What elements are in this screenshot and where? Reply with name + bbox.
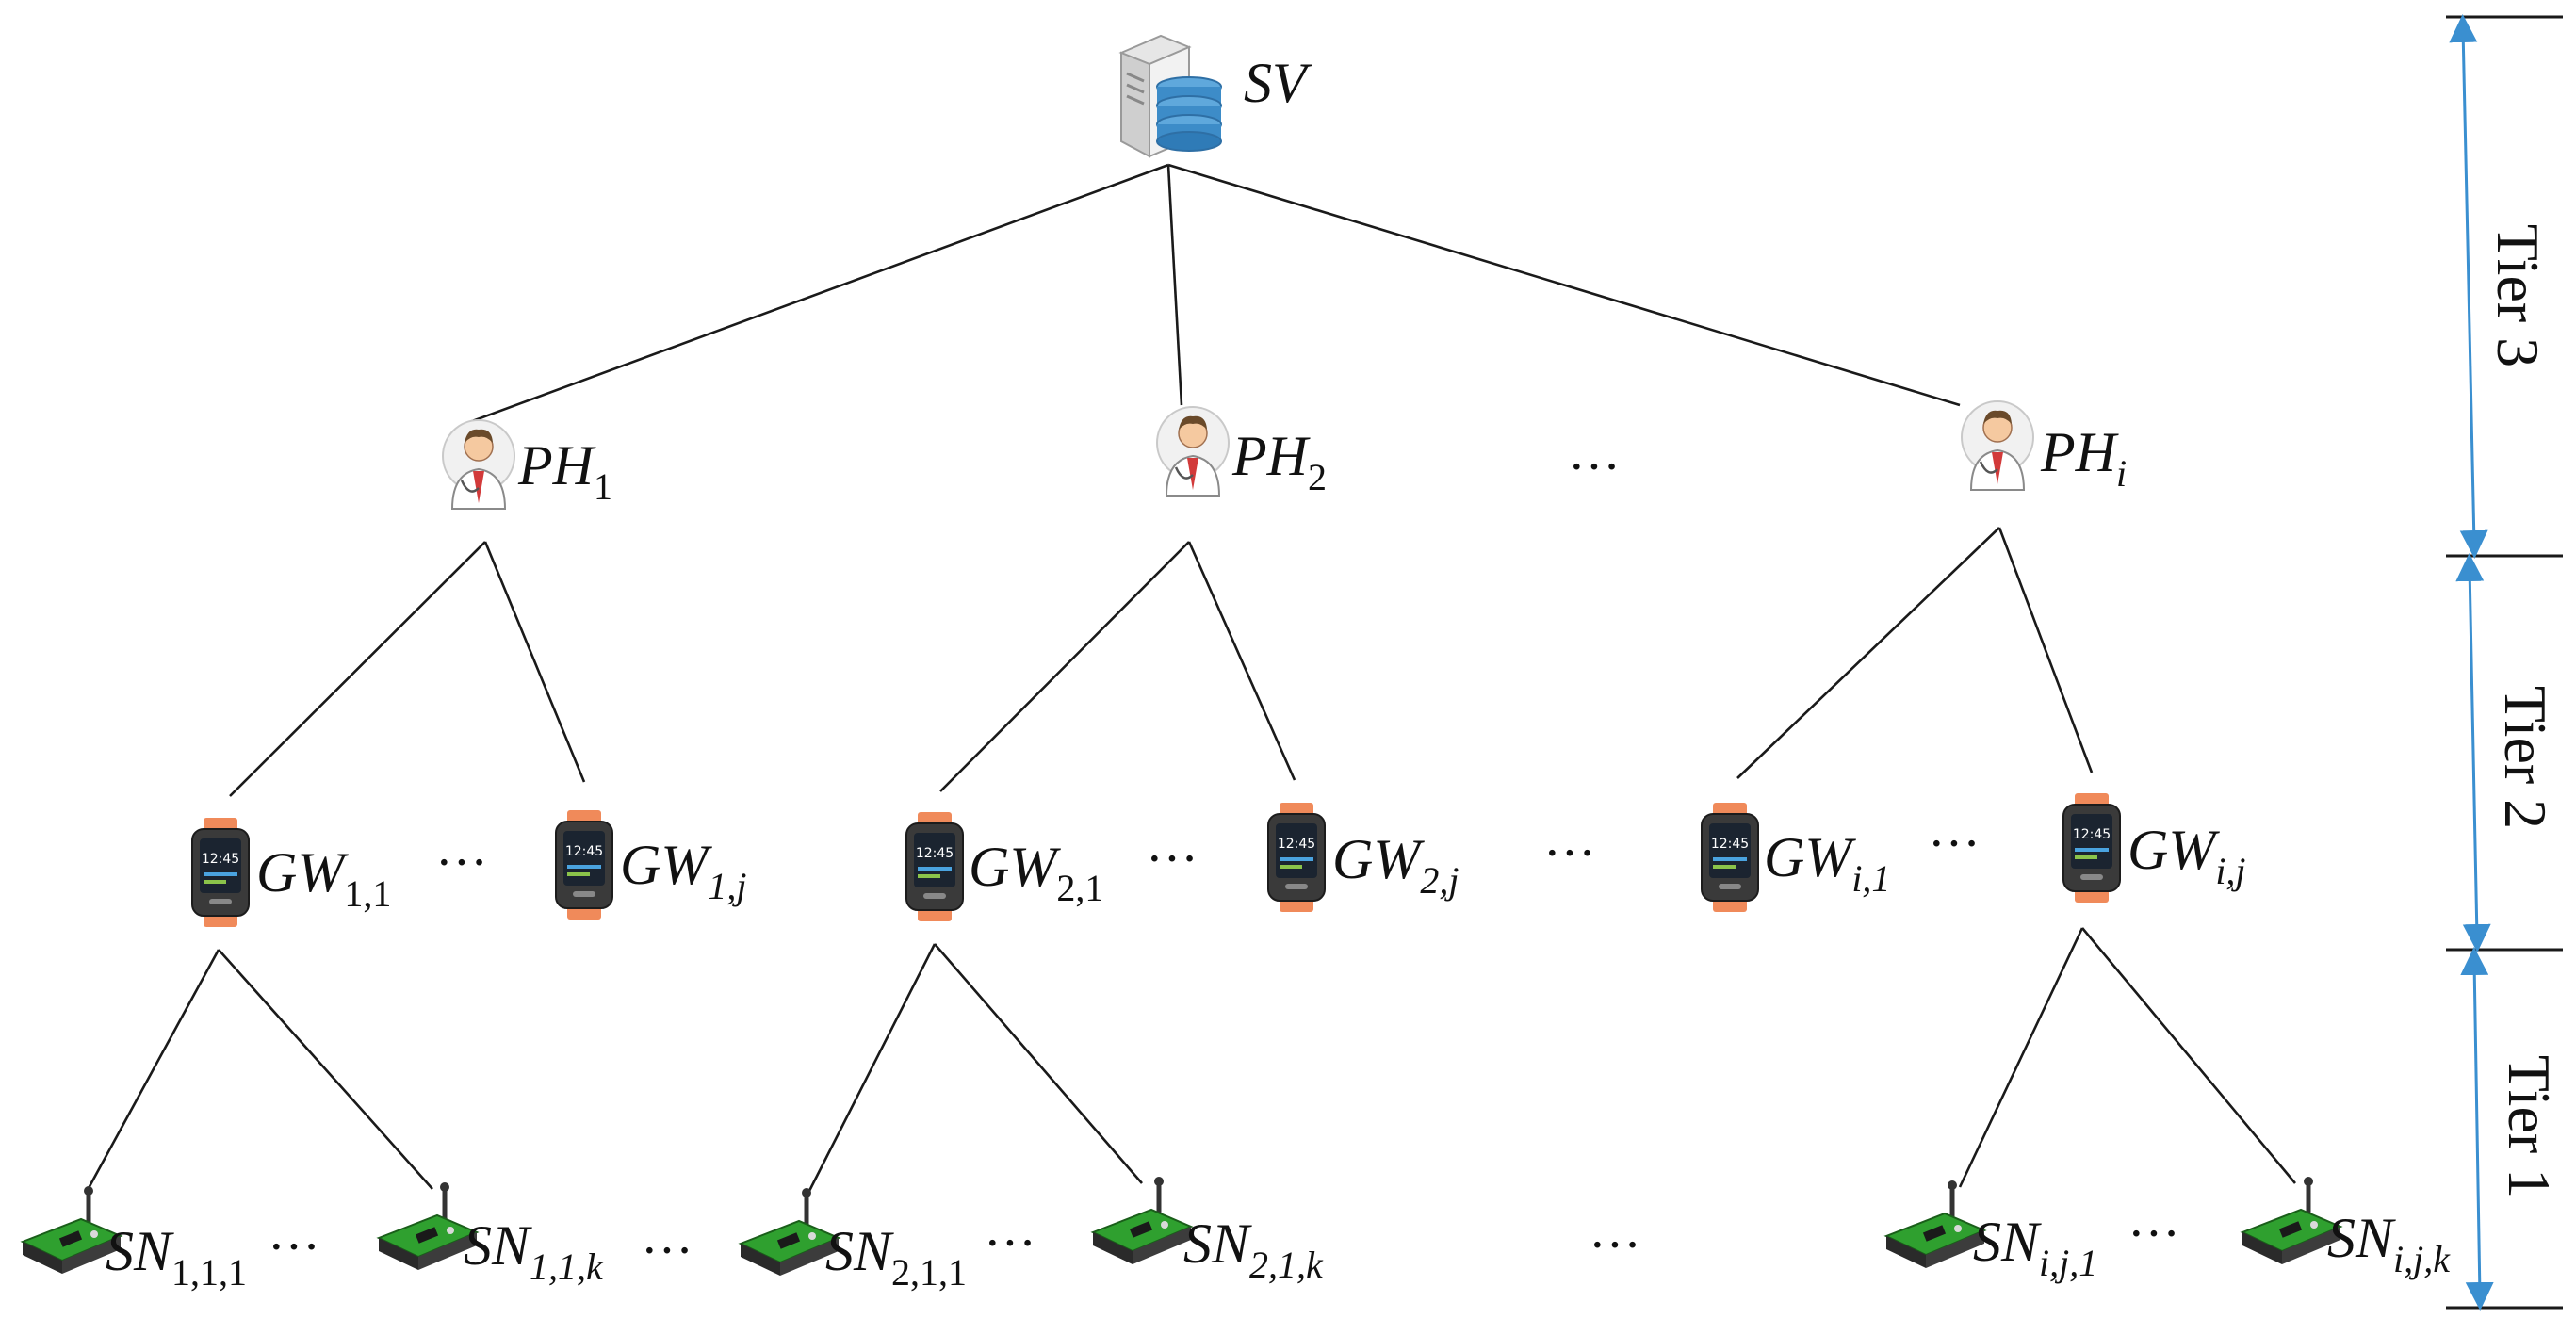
tier-label: Tier 3 bbox=[2485, 223, 2552, 368]
physician-label: PH2 bbox=[1232, 425, 1327, 498]
tier-label: Tier 1 bbox=[2496, 1054, 2564, 1199]
doctor-icon bbox=[442, 419, 515, 510]
ellipsis: ··· bbox=[435, 834, 488, 892]
server-database-icon bbox=[1118, 34, 1222, 158]
edge-gw11-sn111 bbox=[86, 949, 220, 1191]
sensor-board-icon bbox=[738, 1188, 841, 1276]
doctor-icon bbox=[1961, 400, 2034, 491]
sensor-label: SN1,1,k bbox=[464, 1214, 603, 1288]
edge-ph1-gw11 bbox=[229, 541, 486, 797]
sensor-label: SN2,1,k bbox=[1183, 1213, 1323, 1286]
svg-text:12:45: 12:45 bbox=[1711, 837, 1749, 852]
sensor-board-icon bbox=[1090, 1177, 1194, 1264]
gateway-label: GW1,j bbox=[620, 834, 747, 907]
physician-label: PHi bbox=[2041, 421, 2128, 495]
tier-arrows bbox=[2449, 14, 2494, 1311]
gateway-label: GW2,1 bbox=[969, 836, 1104, 909]
ellipsis: ··· bbox=[984, 1214, 1036, 1273]
sensor-board-icon bbox=[1883, 1180, 1987, 1268]
tier1-arrow bbox=[2460, 947, 2494, 1311]
ellipsis: ··· bbox=[268, 1218, 320, 1277]
gateway-label: GWi,1 bbox=[1764, 826, 1891, 900]
smartwatch-icon: 12:45 bbox=[555, 810, 613, 920]
smartwatch-icon: 12:45 bbox=[2062, 793, 2121, 903]
edge-ph2-gw2j bbox=[1187, 541, 1296, 781]
ellipsis: ··· bbox=[1568, 438, 1621, 497]
tier3-arrow bbox=[2449, 14, 2488, 559]
smartwatch-icon: 12:45 bbox=[191, 818, 250, 927]
edge-sv-ph1 bbox=[464, 163, 1169, 426]
ellipsis: ··· bbox=[641, 1222, 693, 1280]
ellipsis: ··· bbox=[1589, 1216, 1641, 1275]
tier2-arrow bbox=[2455, 553, 2491, 952]
edge-gw11-sn11k bbox=[218, 949, 433, 1190]
edge-gwij-snij1 bbox=[1958, 927, 2084, 1188]
edge-phi-gwi1 bbox=[1736, 527, 2000, 779]
smartwatch-icon: 12:45 bbox=[905, 812, 964, 921]
svg-text:12:45: 12:45 bbox=[2073, 827, 2111, 842]
sensor-board-icon bbox=[20, 1186, 123, 1274]
sensor-board-icon bbox=[2240, 1177, 2343, 1264]
svg-text:12:45: 12:45 bbox=[916, 846, 954, 861]
doctor-icon bbox=[1156, 406, 1230, 497]
ellipsis: ··· bbox=[1146, 830, 1198, 888]
ellipsis: ··· bbox=[1543, 824, 1596, 883]
edge-gw21-sn21k bbox=[934, 943, 1143, 1184]
smartwatch-icon: 12:45 bbox=[1701, 803, 1759, 912]
svg-text:12:45: 12:45 bbox=[202, 852, 239, 867]
ellipsis: ··· bbox=[1928, 815, 1981, 873]
edge-gwij-snijk bbox=[2081, 927, 2296, 1184]
gateway-label: GW2,j bbox=[1332, 828, 1459, 902]
edge-phi-gwij bbox=[1997, 527, 2094, 773]
tier-label: Tier 2 bbox=[2492, 685, 2560, 830]
gateway-label: GW1,1 bbox=[256, 841, 392, 915]
svg-text:12:45: 12:45 bbox=[565, 844, 603, 859]
sensor-label: SN2,1,1 bbox=[825, 1220, 968, 1294]
sensor-label: SNi,j,1 bbox=[1973, 1211, 2098, 1284]
ellipsis: ··· bbox=[2128, 1205, 2180, 1263]
connection-lines bbox=[86, 163, 2296, 1196]
edge-gw21-sn211 bbox=[806, 943, 937, 1196]
edge-ph1-gw1j bbox=[483, 541, 586, 783]
sensor-label: SNi,j,k bbox=[2327, 1207, 2451, 1280]
sensor-label: SN1,1,1 bbox=[106, 1220, 248, 1294]
edge-sv-phi bbox=[1167, 163, 1961, 407]
edge-ph2-gw21 bbox=[939, 541, 1190, 792]
edge-sv-ph2 bbox=[1166, 164, 1183, 406]
sensor-board-icon bbox=[376, 1182, 480, 1270]
physician-label: PH1 bbox=[518, 434, 612, 508]
server-label: SV bbox=[1244, 52, 1307, 114]
gateway-label: GWi,j bbox=[2128, 819, 2246, 892]
smartwatch-icon: 12:45 bbox=[1267, 803, 1326, 912]
svg-text:12:45: 12:45 bbox=[1278, 837, 1315, 852]
